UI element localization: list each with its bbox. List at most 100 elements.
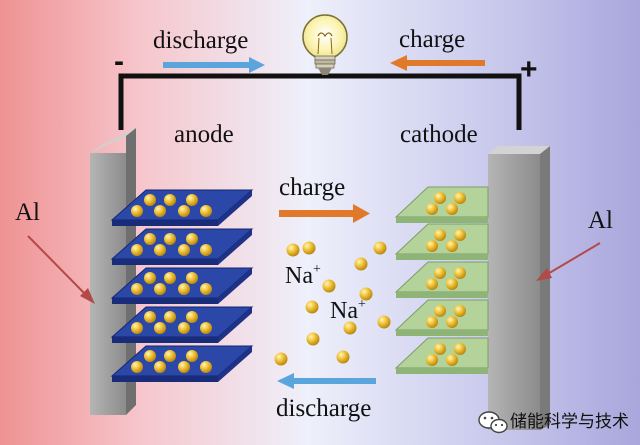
- sodium-ion: [343, 321, 357, 335]
- sodium-ion: [446, 240, 458, 252]
- sodium-ion: [426, 354, 438, 366]
- cathode-layer: [394, 261, 489, 298]
- sodium-ion: [306, 332, 320, 346]
- sodium-ion: [454, 192, 466, 204]
- anode-layer: [110, 306, 254, 343]
- cathode-layer: [394, 223, 489, 260]
- al-label-left: Al: [15, 199, 40, 226]
- sodium-ion: [322, 279, 336, 293]
- al-label-right: Al: [588, 207, 613, 234]
- discharge-label-top: discharge: [153, 27, 248, 54]
- cathode-layer: [394, 299, 489, 336]
- sodium-ion-label-2: Na+: [330, 297, 366, 324]
- sodium-ion: [200, 244, 212, 256]
- sodium-ion: [131, 205, 143, 217]
- sodium-ion: [377, 315, 391, 329]
- watermark: 储能科学与技术: [478, 411, 629, 434]
- sodium-ion: [426, 278, 438, 290]
- external-wire: [118, 73, 522, 130]
- anode-layer: [110, 267, 254, 304]
- sodium-ion: [200, 205, 212, 217]
- sodium-ion: [354, 257, 368, 271]
- electrolyte-sodium-ions: [274, 241, 391, 366]
- sodium-ion: [178, 361, 190, 373]
- sodium-ion-label-1: Na+: [285, 262, 321, 289]
- sodium-ion: [178, 244, 190, 256]
- sodium-ion: [154, 361, 166, 373]
- anode-label: anode: [174, 121, 234, 148]
- sodium-ion: [131, 322, 143, 334]
- negative-terminal-sign: -: [114, 45, 124, 78]
- sodium-ion: [426, 316, 438, 328]
- sodium-ion: [200, 283, 212, 295]
- sodium-ion: [144, 311, 156, 323]
- sodium-ion: [200, 361, 212, 373]
- sodium-ion: [446, 278, 458, 290]
- sodium-ion: [178, 322, 190, 334]
- charge-label-top: charge: [399, 26, 465, 53]
- discharge-arrow-top: [163, 57, 265, 73]
- sodium-ion: [359, 287, 373, 301]
- sodium-ion: [454, 229, 466, 241]
- sodium-ion: [154, 283, 166, 295]
- sodium-ion: [164, 350, 176, 362]
- sodium-ion: [373, 241, 387, 255]
- sodium-ion: [434, 343, 446, 355]
- cathode-layer: [394, 337, 489, 374]
- sodium-ion: [434, 267, 446, 279]
- sodium-ion: [426, 240, 438, 252]
- discharge-arrow-bottom: [277, 373, 376, 389]
- sodium-ion: [274, 352, 288, 366]
- sodium-ion: [286, 243, 300, 257]
- al-pointer-arrow-left: [27, 235, 95, 304]
- charge-arrow-top: [390, 55, 485, 71]
- sodium-ion: [186, 272, 198, 284]
- sodium-ion: [164, 272, 176, 284]
- wechat-icon: [478, 411, 508, 434]
- sodium-ion: [186, 311, 198, 323]
- sodium-ion: [144, 194, 156, 206]
- sodium-ion: [131, 283, 143, 295]
- sodium-ion: [164, 233, 176, 245]
- cathode-layer-stack: [394, 186, 489, 374]
- sodium-ion: [154, 205, 166, 217]
- sodium-ion: [164, 311, 176, 323]
- charge-label-middle: charge: [279, 174, 345, 201]
- sodium-ion: [154, 244, 166, 256]
- sodium-ion: [144, 233, 156, 245]
- sodium-ion: [454, 343, 466, 355]
- sodium-ion: [178, 283, 190, 295]
- sodium-ion: [446, 354, 458, 366]
- sodium-ion: [454, 267, 466, 279]
- cathode-label: cathode: [400, 121, 478, 148]
- sodium-ion: [434, 229, 446, 241]
- anode-layer-stack: [110, 189, 254, 382]
- sodium-ion: [454, 305, 466, 317]
- sodium-ion: [200, 322, 212, 334]
- sodium-ion: [426, 203, 438, 215]
- anode-layer: [110, 189, 254, 226]
- sodium-ion: [131, 361, 143, 373]
- sodium-ion: [305, 300, 319, 314]
- charge-arrow-middle: [279, 204, 370, 223]
- anode-layer: [110, 345, 254, 382]
- sodium-ion: [164, 194, 176, 206]
- sodium-ion: [336, 350, 350, 364]
- discharge-label-bottom: discharge: [276, 395, 371, 422]
- sodium-ion: [186, 194, 198, 206]
- anode-layer: [110, 228, 254, 265]
- sodium-ion: [154, 322, 166, 334]
- sodium-ion: [434, 192, 446, 204]
- positive-terminal-sign: +: [520, 53, 538, 86]
- sodium-ion: [434, 305, 446, 317]
- sodium-ion: [186, 233, 198, 245]
- light-bulb-icon: [302, 14, 348, 75]
- sodium-ion: [144, 350, 156, 362]
- watermark-text: 储能科学与技术: [510, 412, 629, 432]
- al-pointer-arrow-right: [536, 242, 601, 281]
- cathode-current-collector: [488, 146, 550, 430]
- sodium-ion: [446, 203, 458, 215]
- sodium-ion: [144, 272, 156, 284]
